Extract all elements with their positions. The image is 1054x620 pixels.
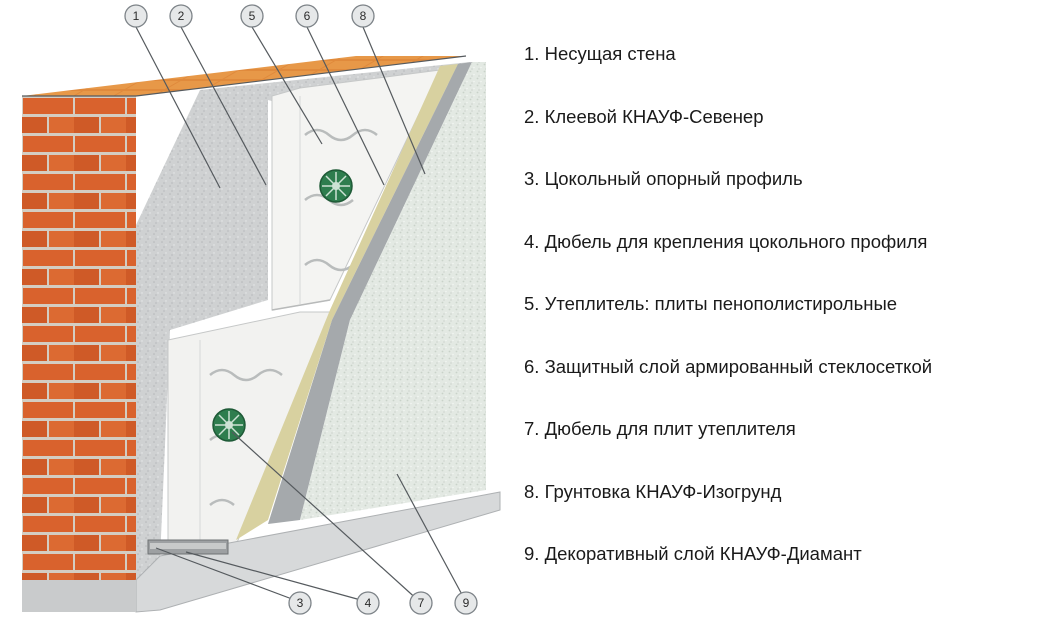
svg-text:8: 8 <box>360 9 367 23</box>
svg-text:2: 2 <box>178 9 185 23</box>
legend-text: Дюбель для крепления цокольного профиля <box>544 230 928 252</box>
callout-5: 5 <box>240 4 264 28</box>
base-profile <box>147 539 229 555</box>
decorative-layer <box>300 62 486 520</box>
legend-text: Декоративный слой КНАУФ-Диамант <box>544 543 862 564</box>
legend-item: 4. Дюбель для крепления цокольного профи… <box>524 228 1044 291</box>
legend-number: 3. <box>524 168 540 189</box>
brick-wall-face <box>22 96 136 580</box>
callout-2: 2 <box>169 4 193 28</box>
primer-layer <box>268 62 472 524</box>
legend-text: Защитный слой армированный стеклосеткой <box>544 355 933 377</box>
base-ledge-front <box>22 580 136 612</box>
adhesive-layer <box>136 62 470 612</box>
svg-text:4: 4 <box>365 596 372 610</box>
legend-number: 5. <box>524 293 540 314</box>
callout-8: 8 <box>351 4 375 28</box>
svg-text:3: 3 <box>297 596 304 610</box>
reinforcement-layer <box>236 64 458 540</box>
callout-4: 4 <box>356 591 380 615</box>
svg-text:1: 1 <box>133 9 140 23</box>
insulation-dowel-upper <box>319 169 353 203</box>
svg-text:7: 7 <box>418 596 425 610</box>
legend-number: 2. <box>524 105 540 127</box>
legend-item: 3. Цокольный опорный профиль <box>524 165 1044 228</box>
brick-wall-top <box>22 56 466 96</box>
legend-item: 7. Дюбель для плит утеплителя <box>524 415 1044 478</box>
legend-item: 9. Декоративный слой КНАУФ-Диамант <box>524 540 1044 603</box>
legend-text: Утеплитель: плиты пенополистирольные <box>544 293 898 314</box>
legend-text: Цокольный опорный профиль <box>544 168 803 189</box>
board-joint <box>271 299 331 311</box>
svg-text:9: 9 <box>463 596 470 610</box>
facade-insulation-diagram: 1 2 5 6 8 3 4 7 9 <box>22 4 501 615</box>
svg-text:6: 6 <box>304 9 311 23</box>
callout-7: 7 <box>409 591 433 615</box>
legend-item: 2. Клеевой КНАУФ-Севенер <box>524 103 1044 166</box>
legend-list: 1. Несущая стена 2. Клеевой КНАУФ-Севене… <box>524 40 1044 603</box>
legend-text: Дюбель для плит утеплителя <box>544 418 796 439</box>
legend-number: 1. <box>524 43 540 64</box>
legend-item: 1. Несущая стена <box>524 40 1044 103</box>
legend-number: 4. <box>524 230 540 252</box>
svg-text:5: 5 <box>249 9 256 23</box>
callout-9: 9 <box>454 591 478 615</box>
legend-number: 8. <box>524 480 540 502</box>
legend-text: Грунтовка КНАУФ-Изогрунд <box>544 480 782 502</box>
legend-number: 9. <box>524 543 540 564</box>
legend-text: Клеевой КНАУФ-Севенер <box>544 105 764 127</box>
legend-number: 6. <box>524 355 540 377</box>
callout-1: 1 <box>124 4 148 28</box>
callout-3: 3 <box>288 591 312 615</box>
legend-item: 5. Утеплитель: плиты пенополистирольные <box>524 290 1044 353</box>
insulation-dowel-lower <box>212 408 246 442</box>
legend-text: Несущая стена <box>544 43 676 64</box>
leader-lines <box>135 26 467 603</box>
legend-number: 7. <box>524 418 540 439</box>
legend-item: 8. Грунтовка КНАУФ-Изогрунд <box>524 478 1044 541</box>
legend-item: 6. Защитный слой армированный стеклосетк… <box>524 353 1044 416</box>
callout-6: 6 <box>295 4 319 28</box>
